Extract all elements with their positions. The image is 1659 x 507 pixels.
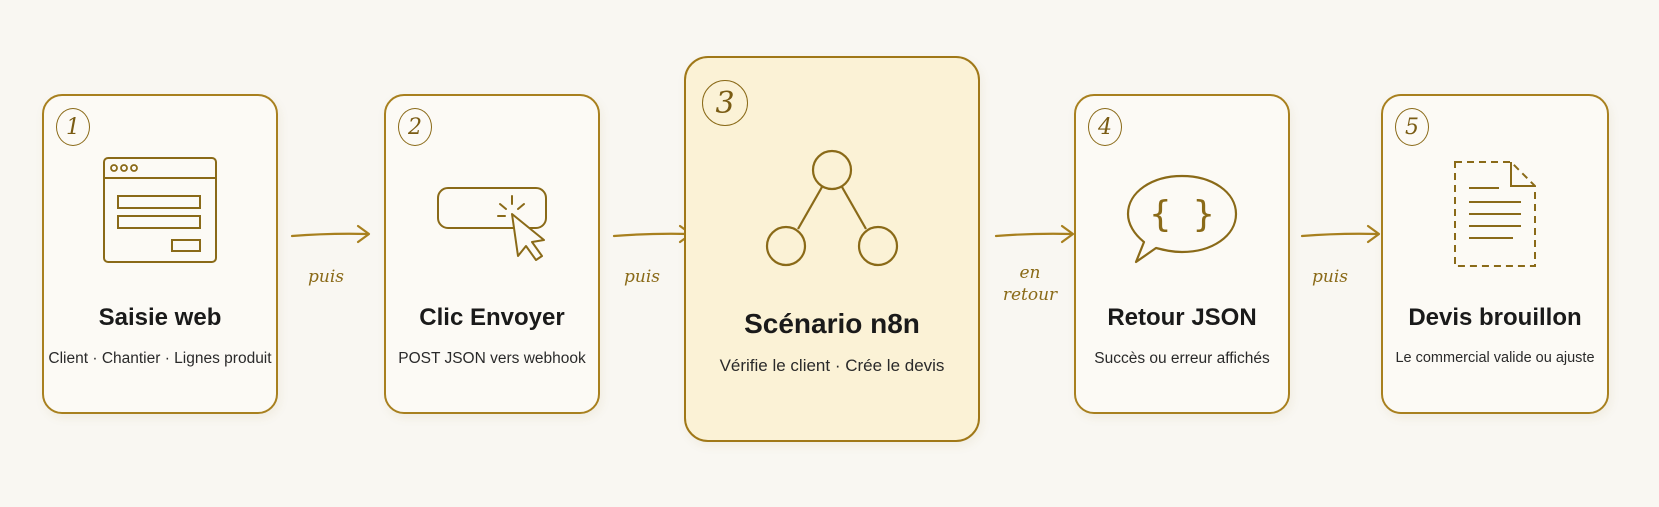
json-speech-bubble-icon: { }: [1076, 172, 1288, 292]
step-title: Scénario n8n: [744, 308, 920, 339]
workflow-nodes-icon: [686, 148, 978, 268]
step-subtitle: Client · Chantier · Lignes produit: [48, 350, 272, 367]
step-number-badge: 1: [56, 108, 90, 146]
draft-document-icon: [1383, 158, 1607, 278]
click-button-icon: [386, 176, 598, 296]
web-form-icon: [44, 156, 276, 276]
connector-label: puis: [308, 267, 344, 287]
step-title: Devis brouillon: [1408, 304, 1582, 331]
step-card-5: 5 Devis brouillon Le commercial valide o…: [1381, 94, 1609, 414]
svg-text:{ }: { }: [1149, 194, 1214, 235]
step-number-badge: 3: [702, 80, 748, 126]
step-subtitle: Succès ou erreur affichés: [1094, 350, 1270, 367]
connector-label: puis: [624, 267, 660, 287]
step-card-3: 3 Scénario n8n Vérifie le client · Crée …: [684, 56, 980, 442]
arrow-right-icon: [994, 224, 1075, 244]
step-card-4: 4 { } Retour JSON Succès ou erreur affic…: [1074, 94, 1290, 414]
step-subtitle: Vérifie le client · Crée le devis: [719, 356, 945, 375]
step-title: Retour JSON: [1107, 304, 1257, 331]
step-number-badge: 4: [1088, 108, 1122, 146]
arrow-right-icon: [1300, 224, 1381, 244]
arrow-right-icon: [290, 224, 371, 244]
step-card-2: 2 Clic Envoyer POST JSON vers webhook: [384, 94, 600, 414]
connector-label: en retour: [1002, 263, 1058, 305]
step-title: Clic Envoyer: [419, 304, 565, 331]
step-subtitle: POST JSON vers webhook: [398, 350, 586, 367]
step-title: Saisie web: [98, 304, 222, 331]
connector-label: puis: [1312, 267, 1348, 287]
step-number-badge: 2: [398, 108, 432, 146]
step-subtitle: Le commercial valide ou ajuste: [1395, 350, 1595, 366]
step-number-badge: 5: [1395, 108, 1429, 146]
step-card-1: 1 Saisie web Client · Chantier · Lignes …: [42, 94, 278, 414]
